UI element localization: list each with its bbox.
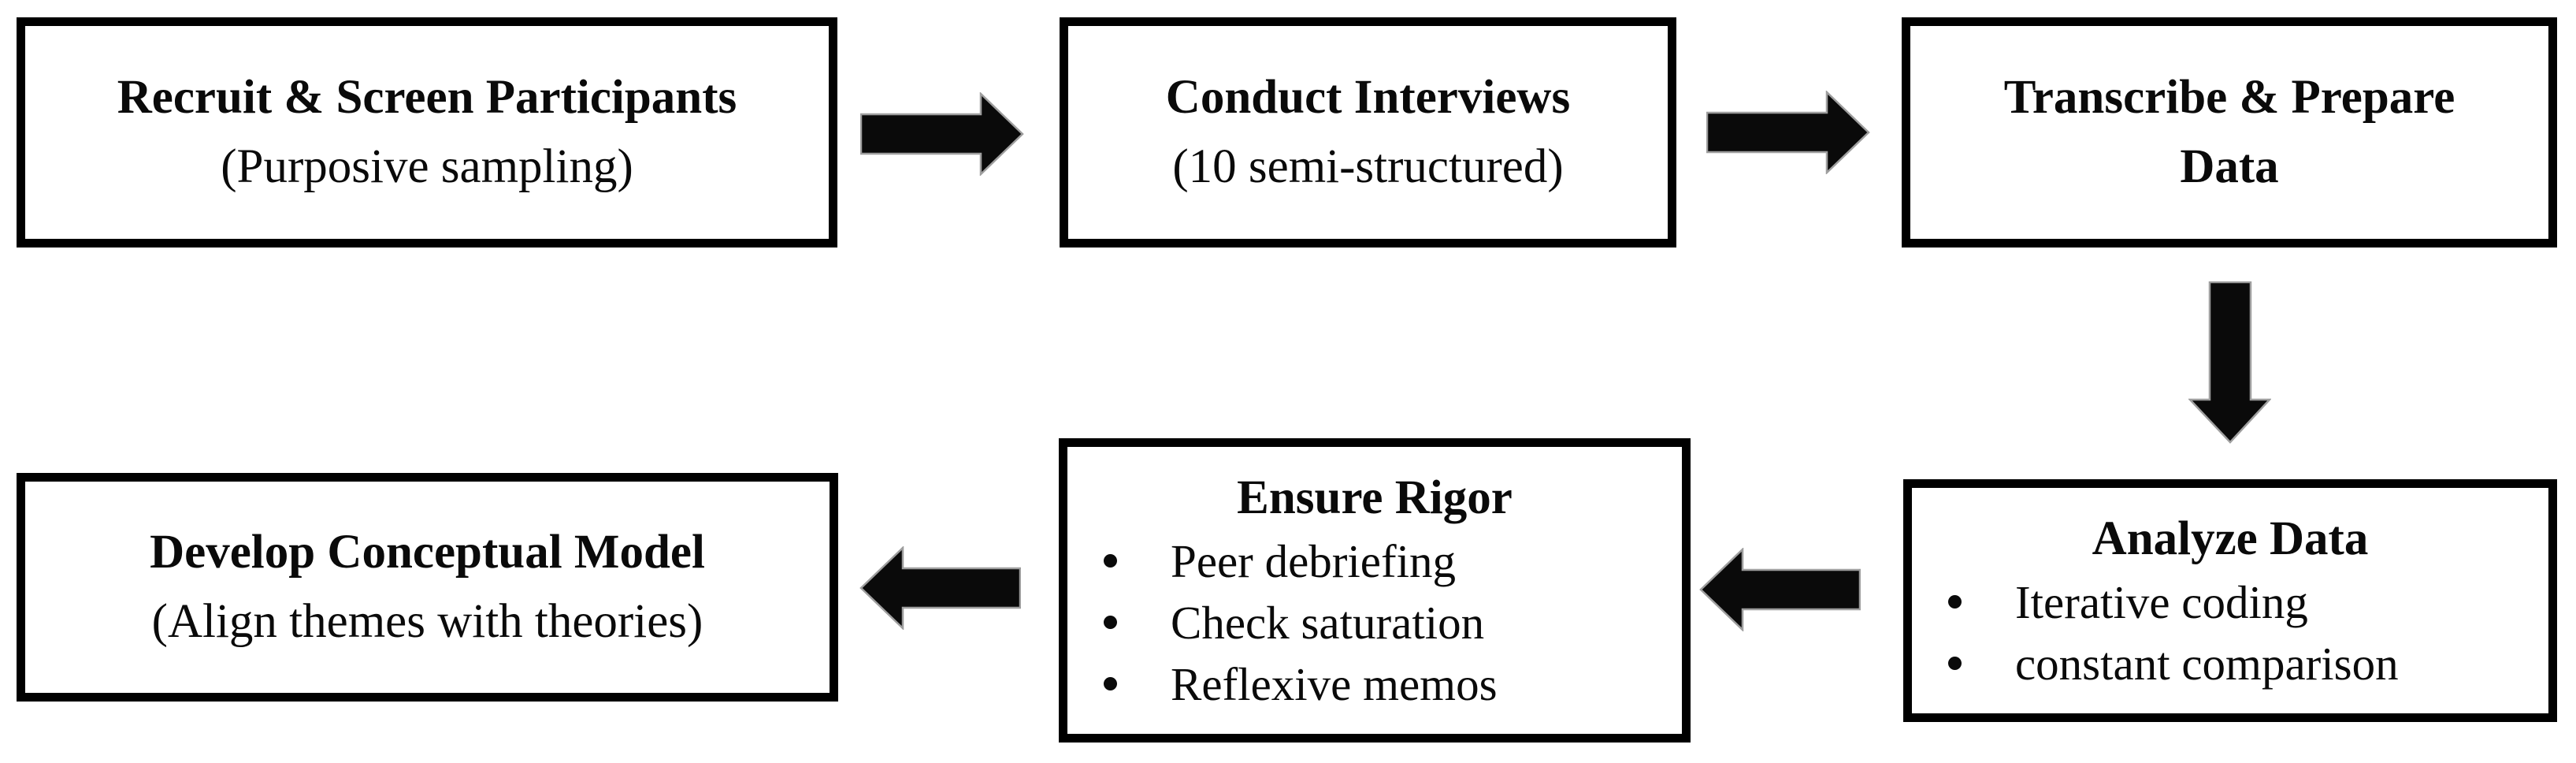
box-subtitle: (Purposive sampling) [221, 140, 633, 193]
box-title-line: Data [2180, 140, 2279, 193]
bullet-list: Iterative coding constant comparison [1912, 571, 2548, 694]
bullet-text: Check saturation [1171, 597, 1485, 649]
arrow-left-icon [859, 546, 1021, 630]
box-title-line: Transcribe & Prepare [2003, 71, 2455, 124]
list-item: Reflexive memos [1067, 653, 1682, 715]
bullet-list: Peer debriefing Check saturation Reflexi… [1067, 530, 1682, 715]
bullet-icon [1104, 677, 1117, 690]
list-item: Check saturation [1067, 592, 1682, 653]
flow-box-analyze-data: Analyze Data Iterative coding constant c… [1903, 479, 2557, 722]
bullet-icon [1948, 657, 1962, 670]
bullet-icon [1104, 554, 1117, 568]
box-title: Conduct Interviews [1165, 71, 1571, 124]
box-title: Develop Conceptual Model [150, 526, 705, 579]
box-title: Recruit & Screen Participants [117, 71, 737, 124]
arrow-left-icon [1699, 548, 1861, 631]
arrow-right-icon [1706, 91, 1870, 174]
box-title: Ensure Rigor [1237, 471, 1513, 524]
arrow-right-icon [860, 92, 1024, 176]
bullet-icon [1104, 616, 1117, 629]
list-item: Peer debriefing [1067, 530, 1682, 592]
flow-box-transcribe-prepare-data: Transcribe & Prepare Data [1902, 17, 2557, 248]
list-item: Iterative coding [1912, 571, 2548, 633]
bullet-text: Reflexive memos [1171, 658, 1498, 710]
list-item: constant comparison [1912, 633, 2548, 694]
box-subtitle: (10 semi-structured) [1172, 140, 1564, 193]
flow-box-develop-conceptual-model: Develop Conceptual Model (Align themes w… [17, 473, 838, 702]
flow-box-conduct-interviews: Conduct Interviews (10 semi-structured) [1060, 17, 1676, 248]
arrow-down-icon [2188, 281, 2271, 444]
bullet-text: constant comparison [2015, 638, 2399, 690]
bullet-icon [1948, 595, 1962, 609]
box-subtitle: (Align themes with theories) [151, 595, 703, 648]
bullet-text: Peer debriefing [1171, 535, 1457, 587]
flow-box-ensure-rigor: Ensure Rigor Peer debriefing Check satur… [1059, 438, 1691, 743]
bullet-text: Iterative coding [2015, 576, 2308, 628]
box-title: Analyze Data [2092, 512, 2369, 565]
flow-box-recruit-screen-participants: Recruit & Screen Participants (Purposive… [17, 17, 837, 248]
